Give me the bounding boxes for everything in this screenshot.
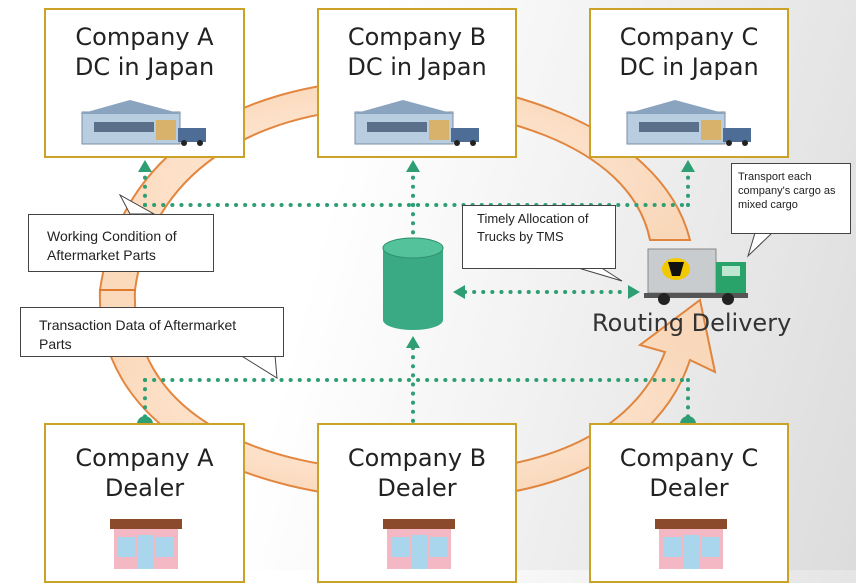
callout-tails <box>118 193 774 379</box>
dealer-name: Company B <box>347 444 487 472</box>
shop-icon <box>655 519 727 569</box>
dc-subtitle: DC in Japan <box>347 53 487 81</box>
dealer-name: Company C <box>619 444 759 472</box>
callout-timely-allocation: Timely Allocation of Trucks by TMS <box>462 205 616 269</box>
callout-transport-note: Transport each company's cargo as mixed … <box>731 163 851 234</box>
dotted-links <box>143 170 690 432</box>
dealer-subtitle: Dealer <box>377 474 457 502</box>
dc-box-company-b: Company B DC in Japan <box>317 8 517 158</box>
shop-icon <box>110 519 182 569</box>
dealer-subtitle: Dealer <box>104 474 185 502</box>
dealer-box-company-a: Company A Dealer <box>44 423 245 583</box>
database-icon <box>382 237 444 330</box>
truck-icon <box>644 248 748 305</box>
dc-subtitle: DC in Japan <box>74 53 215 81</box>
dc-name: Company C <box>619 23 759 51</box>
dc-box-company-c: Company C DC in Japan <box>589 8 789 158</box>
callout-working-condition: Working Condition of Aftermarket Parts <box>28 214 214 272</box>
diagram-canvas <box>98 78 774 502</box>
callout-transaction-data: Transaction Data of Aftermarket Parts <box>20 307 284 357</box>
dealer-name: Company A <box>75 444 214 472</box>
dc-name: Company B <box>347 23 487 51</box>
dealer-box-company-b: Company B Dealer <box>317 423 517 583</box>
warehouse-icon <box>353 100 479 146</box>
warehouse-icon <box>625 100 751 146</box>
shop-icon <box>383 519 455 569</box>
dc-name: Company A <box>75 23 214 51</box>
dealer-subtitle: Dealer <box>649 474 729 502</box>
cycle-arrow-bottom <box>98 289 717 502</box>
dc-subtitle: DC in Japan <box>619 53 759 81</box>
warehouse-icon <box>80 100 206 146</box>
dc-box-company-a: Company A DC in Japan <box>44 8 245 158</box>
routing-delivery-label: Routing Delivery <box>592 309 792 337</box>
dealer-box-company-c: Company C Dealer <box>589 423 789 583</box>
arrow-heads <box>138 160 695 348</box>
